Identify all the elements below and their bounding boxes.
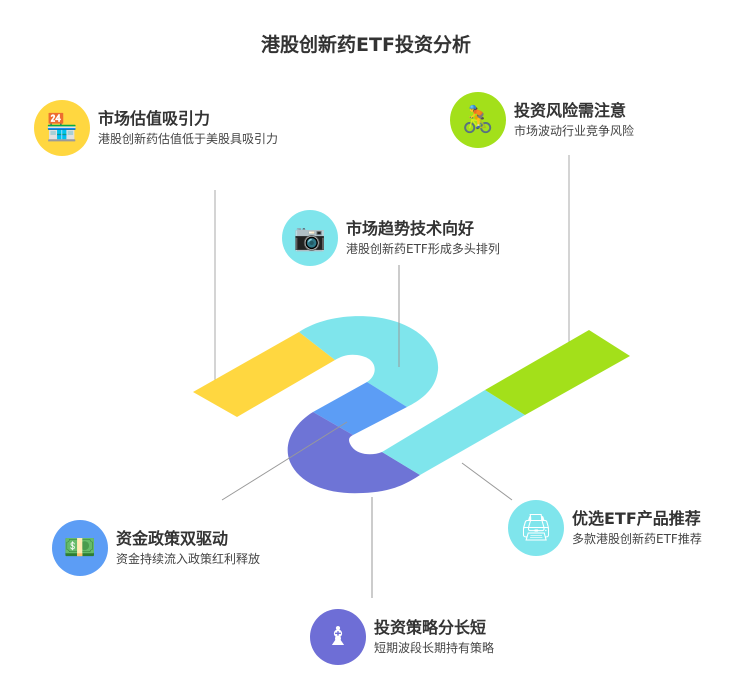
item-market-trend: 📷 市场趋势技术向好港股创新药ETF形成多头排列 [282, 210, 500, 266]
page-title: 港股创新药ETF投资分析 [261, 34, 471, 56]
segment-purple [287, 412, 420, 494]
item-title: 市场估值吸引力 [98, 109, 211, 128]
item-market-valuation: 🏪 市场估值吸引力港股创新药估值低于美股具吸引力 [34, 100, 278, 156]
item-title: 资金政策双驱动 [116, 529, 229, 548]
item-strategy: ♝ 投资策略分长短短期波段长期持有策略 [310, 609, 494, 665]
machine-icon: 🖨 [508, 500, 564, 556]
item-desc: 短期波段长期持有策略 [374, 641, 495, 655]
segment-cyan-top [299, 316, 439, 407]
segment-cyan-bottom [382, 390, 525, 475]
money-hand-icon: 💵 [52, 520, 108, 576]
item-desc: 多款港股创新药ETF推荐 [572, 532, 702, 546]
storefront-icon: 🏪 [34, 100, 90, 156]
item-desc: 港股创新药ETF形成多头排列 [346, 242, 500, 256]
cyclist-icon: 🚴 [450, 92, 506, 148]
segment-green [485, 330, 630, 415]
camera-hand-icon: 📷 [282, 210, 338, 266]
item-desc: 市场波动行业竞争风险 [514, 124, 635, 138]
item-desc: 港股创新药估值低于美股具吸引力 [98, 132, 279, 146]
item-title: 市场趋势技术向好 [346, 219, 475, 238]
connector-line [461, 462, 513, 501]
item-title: 投资风险需注意 [514, 101, 627, 120]
chess-bishop-icon: ♝ [310, 609, 366, 665]
item-title: 优选ETF产品推荐 [572, 509, 701, 528]
segment-yellow [193, 332, 335, 417]
item-investment-risk: 🚴 投资风险需注意市场波动行业竞争风险 [450, 92, 634, 148]
item-capital-policy: 💵 资金政策双驱动资金持续流入政策红利释放 [52, 520, 260, 576]
item-title: 投资策略分长短 [374, 618, 487, 637]
segment-blue [313, 382, 407, 435]
connector-line [221, 421, 348, 501]
item-etf-recommendation: 🖨 优选ETF产品推荐多款港股创新药ETF推荐 [508, 500, 702, 556]
item-desc: 资金持续流入政策红利释放 [116, 552, 261, 566]
